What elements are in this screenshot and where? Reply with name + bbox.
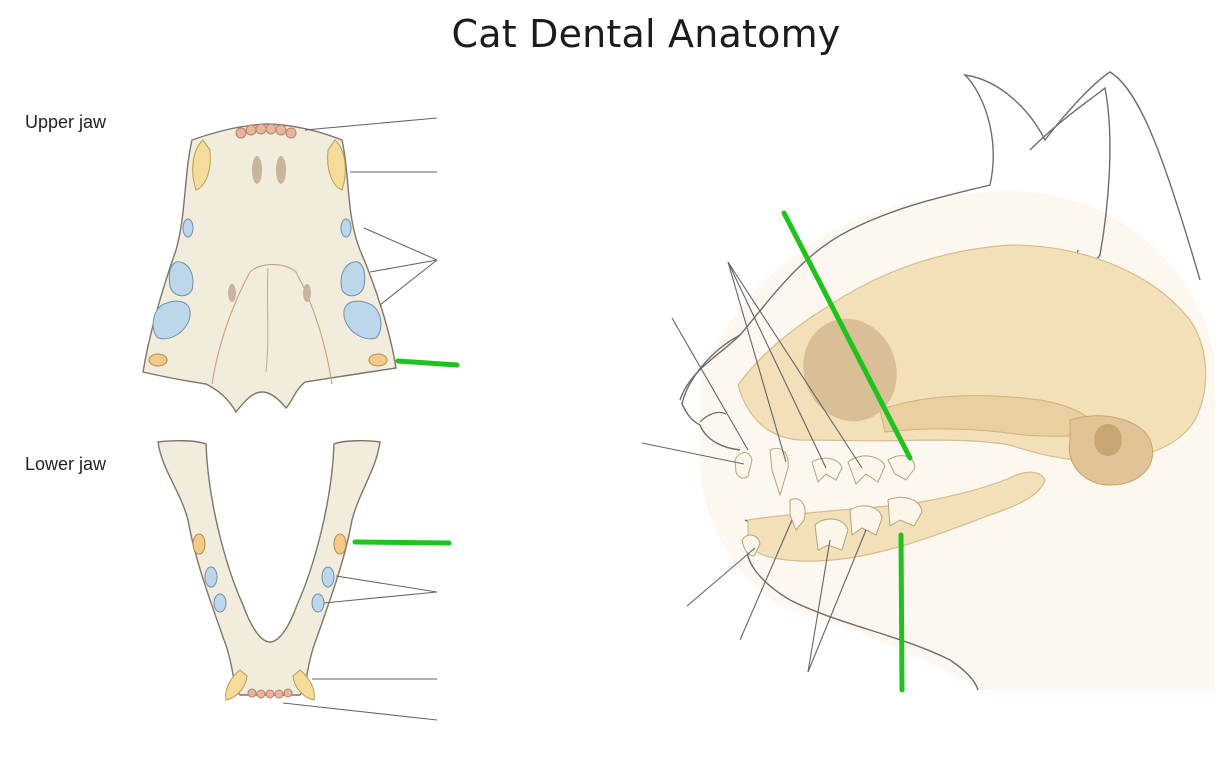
lower-jaw-bone (158, 441, 380, 695)
palatine-fissure-right (276, 156, 286, 184)
palatine-foramen-right (303, 284, 311, 302)
lower-incisors (248, 689, 292, 698)
green-marker-skull-lower (901, 535, 902, 690)
cat-head-skull-illustration (642, 72, 1215, 690)
palatine-foramen-left (228, 284, 236, 302)
palatine-fissure-left (252, 156, 262, 184)
lower-jaw-illustration (158, 441, 449, 720)
upper-jaw-illustration (143, 118, 457, 412)
green-marker-lower-jaw (355, 542, 449, 543)
green-marker-upper-jaw (398, 361, 457, 365)
skull-ear-canal (1094, 424, 1122, 456)
